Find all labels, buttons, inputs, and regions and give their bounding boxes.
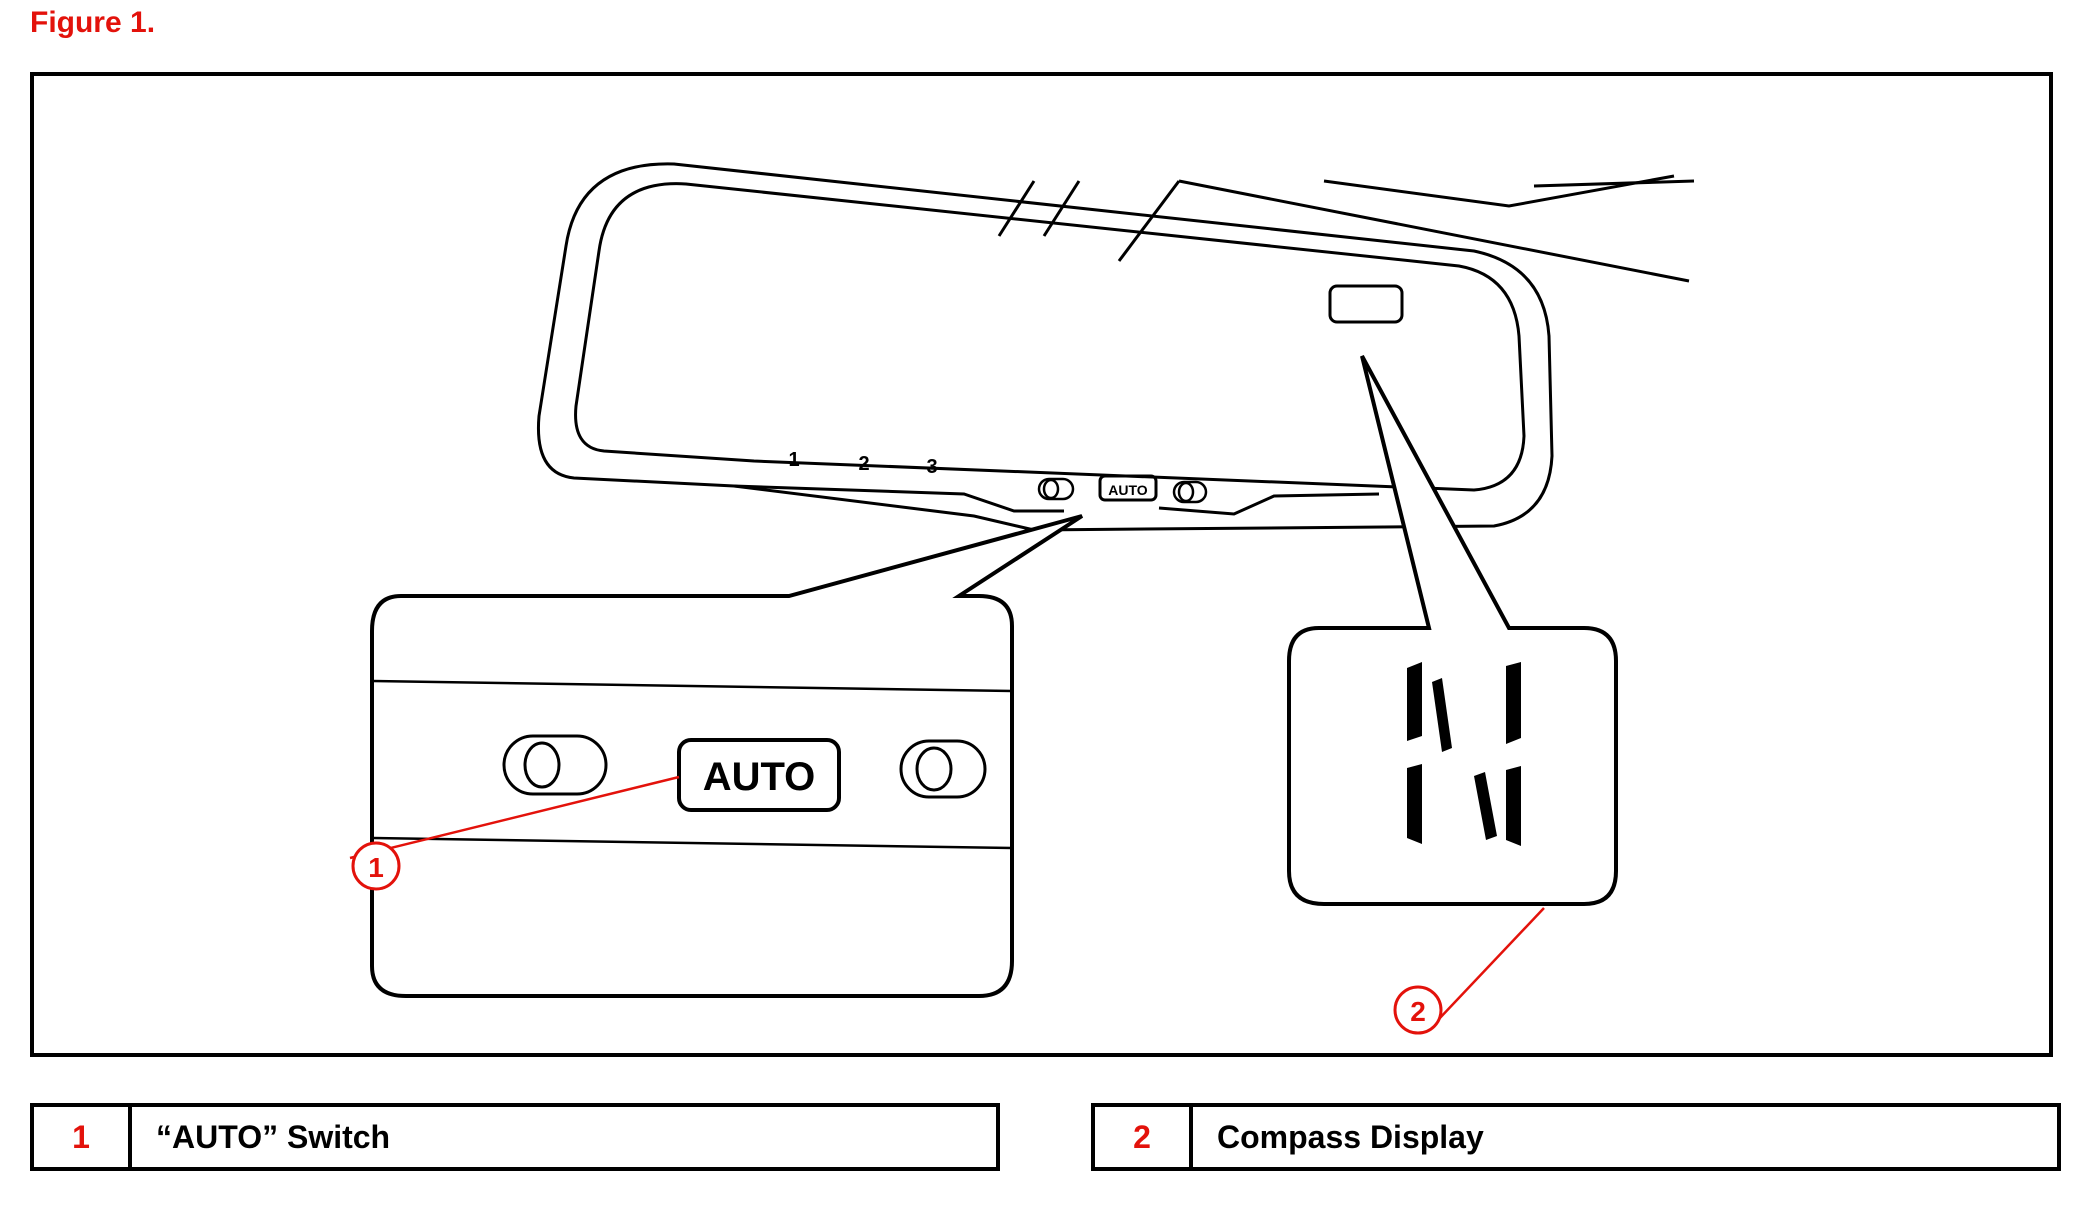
- dimmer-label-3: 3: [926, 456, 937, 478]
- callout-2-number: 2: [1410, 996, 1426, 1027]
- figure-title: Figure 1.: [30, 6, 156, 39]
- mirror-diagram: 1 2 3 AUTO AUTO: [349, 162, 1695, 1035]
- legend-item-auto-switch: 1 “AUTO” Switch: [30, 1103, 1000, 1171]
- zoom-right-sensor: [899, 739, 987, 799]
- zoom-auto-button[interactable]: AUTO: [677, 738, 841, 812]
- mirror-auto-button-label: AUTO: [1108, 482, 1148, 498]
- zoom-left-sensor: [502, 734, 608, 796]
- mirror-compass-window: [1328, 284, 1404, 324]
- windshield-lines: [997, 174, 1695, 283]
- mirror-left-sensor: [1037, 477, 1075, 501]
- callout-1-number: 1: [368, 852, 384, 883]
- legend-label: “AUTO” Switch: [156, 1118, 391, 1155]
- legend-item-compass-display: 2 Compass Display: [1091, 1103, 2061, 1171]
- mirror-right-sensor: [1172, 480, 1208, 504]
- compass-letter-n: [1407, 662, 1521, 846]
- callout-2: 2: [1393, 907, 1545, 1035]
- diagram-frame: 1 2 3 AUTO AUTO: [30, 72, 2053, 1057]
- legend-number: 1: [34, 1107, 132, 1167]
- compass-display-zoom: N: [1287, 355, 1618, 906]
- legend-number: 2: [1095, 1107, 1193, 1167]
- dimmer-label-1: 1: [788, 449, 799, 471]
- mirror-auto-button[interactable]: AUTO: [1098, 474, 1158, 502]
- auto-switch-zoom: AUTO: [370, 514, 1084, 998]
- dimmer-label-2: 2: [858, 453, 869, 475]
- zoom-auto-button-label: AUTO: [703, 755, 816, 799]
- legend-label: Compass Display: [1217, 1118, 1484, 1155]
- callout-1: 1: [349, 775, 680, 891]
